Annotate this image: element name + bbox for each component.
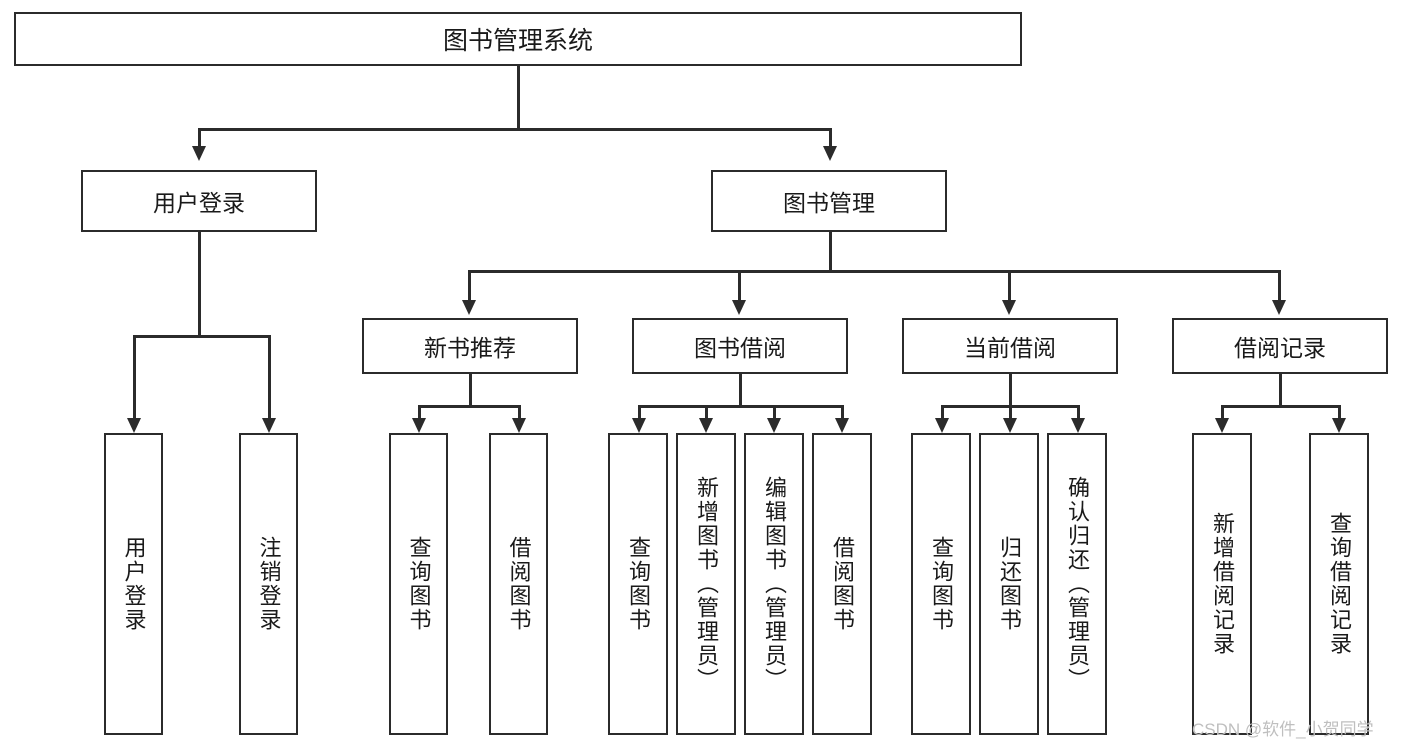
arrow-root-to-book-management bbox=[823, 146, 837, 161]
leaf-bb-edit-book-admin[interactable]: 编辑图书（管理员） bbox=[744, 433, 804, 735]
node-borrow-record[interactable]: 借阅记录 bbox=[1172, 318, 1388, 374]
arrow-bm-to-book-borrow bbox=[732, 300, 746, 315]
connector-user-login-leaf-2 bbox=[268, 335, 271, 420]
arrow-br-leaf-1 bbox=[1215, 418, 1229, 433]
connector-bm-to-book-borrow bbox=[738, 270, 741, 302]
arrow-cb-leaf-1 bbox=[935, 418, 949, 433]
connector-bb-leaf-2 bbox=[705, 405, 708, 420]
connector-root-bus bbox=[198, 128, 831, 131]
node-book-borrow[interactable]: 图书借阅 bbox=[632, 318, 848, 374]
node-new-book-recommend[interactable]: 新书推荐 bbox=[362, 318, 578, 374]
node-current-borrow[interactable]: 当前借阅 bbox=[902, 318, 1118, 374]
leaf-nbr-borrow-book[interactable]: 借阅图书 bbox=[489, 433, 548, 735]
leaf-label: 注销登录 bbox=[256, 536, 282, 632]
connector-bb-bus bbox=[638, 405, 843, 408]
arrow-bm-to-current-borrow bbox=[1002, 300, 1016, 315]
leaf-br-query-record[interactable]: 查询借阅记录 bbox=[1309, 433, 1369, 735]
connector-cb-stem bbox=[1009, 374, 1012, 407]
node-label: 图书借阅 bbox=[694, 335, 786, 361]
leaf-bb-borrow-book[interactable]: 借阅图书 bbox=[812, 433, 872, 735]
leaf-cb-query-book[interactable]: 查询图书 bbox=[911, 433, 971, 735]
connector-root-stem bbox=[517, 66, 520, 130]
connector-bm-to-borrow-record bbox=[1278, 270, 1281, 302]
connector-bb-leaf-1 bbox=[638, 405, 641, 420]
arrow-bb-leaf-3 bbox=[767, 418, 781, 433]
leaf-cb-confirm-return-admin[interactable]: 确认归还（管理员） bbox=[1047, 433, 1107, 735]
node-book-management[interactable]: 图书管理 bbox=[711, 170, 947, 232]
leaf-label: 借阅图书 bbox=[829, 536, 855, 632]
leaf-label: 归还图书 bbox=[996, 536, 1022, 632]
leaf-label: 查询图书 bbox=[625, 536, 651, 632]
leaf-label: 新增借阅记录 bbox=[1209, 512, 1235, 656]
node-user-login[interactable]: 用户登录 bbox=[81, 170, 317, 232]
connector-book-management-bus bbox=[468, 270, 1280, 273]
connector-nbr-leaf-2 bbox=[518, 405, 521, 420]
connector-user-login-bus bbox=[133, 335, 270, 338]
connector-nbr-leaf-1 bbox=[418, 405, 421, 420]
connector-br-stem bbox=[1279, 374, 1282, 407]
connector-bb-leaf-4 bbox=[841, 405, 844, 420]
connector-user-login-stem bbox=[198, 232, 201, 337]
leaf-nbr-query-book[interactable]: 查询图书 bbox=[389, 433, 448, 735]
leaf-label: 查询图书 bbox=[928, 536, 954, 632]
connector-root-to-user-login bbox=[198, 128, 201, 148]
leaf-user-login[interactable]: 用户登录 bbox=[104, 433, 163, 735]
connector-bb-stem bbox=[739, 374, 742, 407]
connector-bm-to-new-book bbox=[468, 270, 471, 302]
arrow-bb-leaf-4 bbox=[835, 418, 849, 433]
arrow-bm-to-borrow-record bbox=[1272, 300, 1286, 315]
node-label: 图书管理 bbox=[783, 190, 875, 216]
leaf-br-add-record[interactable]: 新增借阅记录 bbox=[1192, 433, 1252, 735]
connector-bb-leaf-3 bbox=[773, 405, 776, 420]
connector-cb-leaf-2 bbox=[1009, 405, 1012, 420]
connector-br-bus bbox=[1221, 405, 1338, 408]
connector-cb-leaf-3 bbox=[1077, 405, 1080, 420]
connector-cb-leaf-1 bbox=[941, 405, 944, 420]
leaf-user-logout[interactable]: 注销登录 bbox=[239, 433, 298, 735]
leaf-bb-add-book-admin[interactable]: 新增图书（管理员） bbox=[676, 433, 736, 735]
leaf-label: 用户登录 bbox=[121, 536, 147, 632]
connector-br-leaf-1 bbox=[1221, 405, 1224, 420]
connector-root-to-book-management bbox=[829, 128, 832, 148]
leaf-label: 借阅图书 bbox=[506, 536, 532, 632]
connector-user-login-leaf-1 bbox=[133, 335, 136, 420]
arrow-user-login-leaf-2 bbox=[262, 418, 276, 433]
leaf-label: 编辑图书（管理员） bbox=[761, 476, 787, 692]
leaf-label: 新增图书（管理员） bbox=[693, 476, 719, 692]
connector-bm-to-current-borrow bbox=[1008, 270, 1011, 302]
arrow-bb-leaf-2 bbox=[699, 418, 713, 433]
leaf-label: 查询图书 bbox=[406, 536, 432, 632]
arrow-br-leaf-2 bbox=[1332, 418, 1346, 433]
arrow-cb-leaf-3 bbox=[1071, 418, 1085, 433]
connector-nbr-bus bbox=[418, 405, 520, 408]
arrow-nbr-leaf-2 bbox=[512, 418, 526, 433]
node-root-book-management-system[interactable]: 图书管理系统 bbox=[14, 12, 1022, 66]
arrow-cb-leaf-2 bbox=[1003, 418, 1017, 433]
connector-br-leaf-2 bbox=[1338, 405, 1341, 420]
leaf-label: 确认归还（管理员） bbox=[1064, 476, 1090, 692]
leaf-cb-return-book[interactable]: 归还图书 bbox=[979, 433, 1039, 735]
node-label: 新书推荐 bbox=[424, 335, 516, 361]
connector-book-management-stem bbox=[829, 232, 832, 272]
node-label: 用户登录 bbox=[153, 190, 245, 216]
node-label: 借阅记录 bbox=[1234, 335, 1326, 361]
node-label: 当前借阅 bbox=[964, 335, 1056, 361]
arrow-bb-leaf-1 bbox=[632, 418, 646, 433]
connector-nbr-stem bbox=[469, 374, 472, 407]
arrow-user-login-leaf-1 bbox=[127, 418, 141, 433]
arrow-root-to-user-login bbox=[192, 146, 206, 161]
node-label: 图书管理系统 bbox=[442, 27, 593, 55]
arrow-bm-to-new-book bbox=[462, 300, 476, 315]
leaf-label: 查询借阅记录 bbox=[1326, 512, 1352, 656]
leaf-bb-query-book[interactable]: 查询图书 bbox=[608, 433, 668, 735]
arrow-nbr-leaf-1 bbox=[412, 418, 426, 433]
watermark-csdn: CSDN @软件_小贺同学 bbox=[1192, 720, 1374, 739]
